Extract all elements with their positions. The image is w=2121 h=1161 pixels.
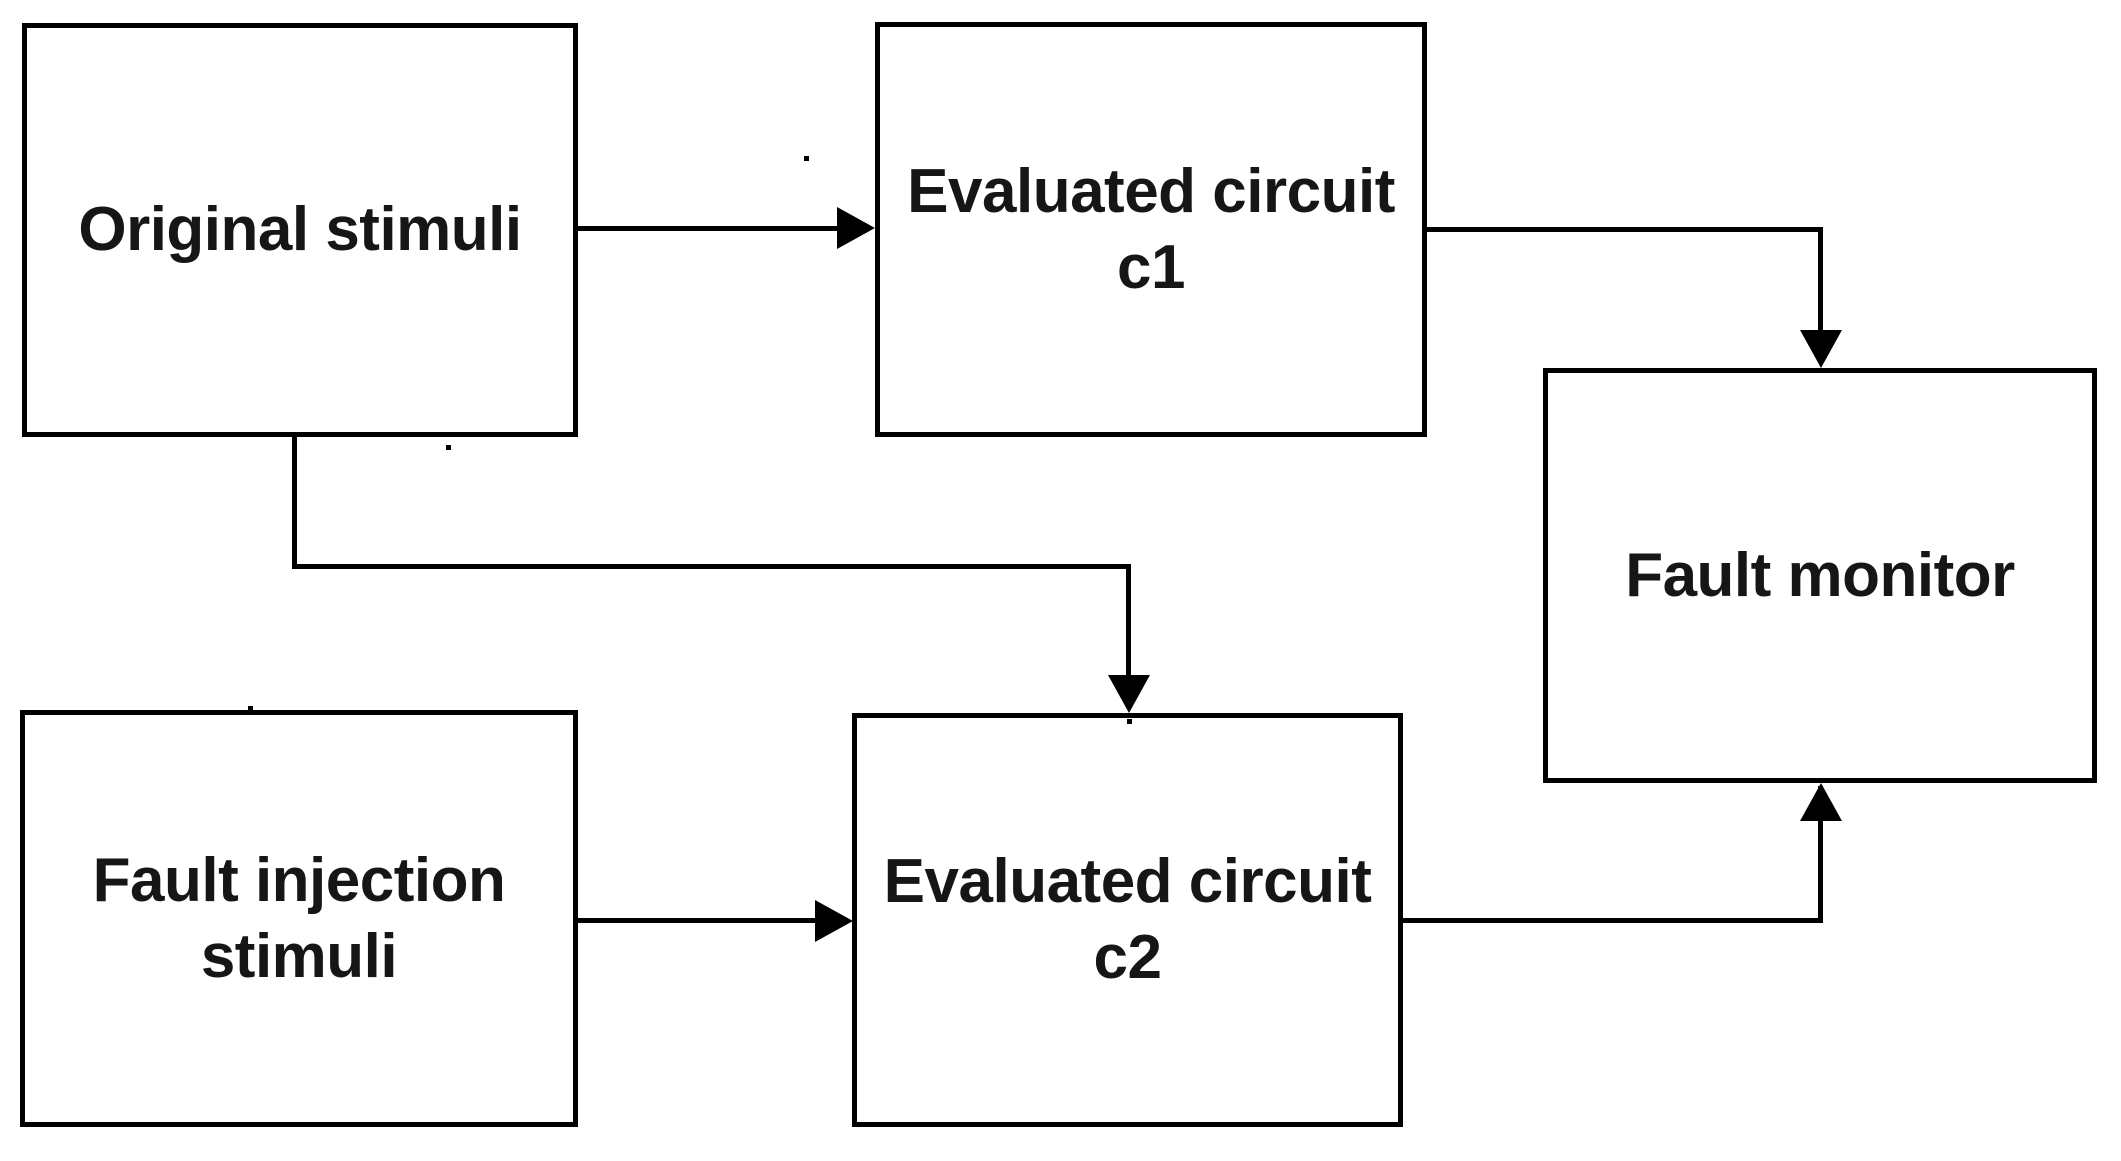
node-fault-monitor: Fault monitor [1543,368,2097,783]
node-label: Fault monitor [1625,538,2015,614]
arrowhead-up-icon [1800,783,1842,821]
ink-speck [804,156,809,161]
node-original-stimuli: Original stimuli [22,23,578,437]
edge-original-to-c2-vline2 [1126,564,1131,678]
node-label-line: Fault injection [92,845,506,915]
arrowhead-right-icon [837,207,875,249]
node-evaluated-circuit-c2: Evaluated circuit c2 [852,713,1403,1127]
ink-speck [248,706,253,711]
node-label-line: Evaluated circuit [883,847,1372,917]
node-label-line: c1 [1117,232,1185,302]
node-label-line: Evaluated circuit [907,156,1395,226]
node-label: Evaluated circuit c1 [907,154,1395,305]
node-label-line: c2 [1093,923,1162,992]
ink-speck [446,445,451,450]
node-label: Original stimuli [78,192,522,268]
arrowhead-right-icon [815,900,853,942]
edge-c1-to-monitor-vline [1818,227,1823,333]
edge-original-to-c1-line [578,226,839,231]
node-label-line: Fault monitor [1625,540,2015,610]
arrowhead-down-icon [1108,675,1150,713]
node-label-line: Original stimuli [78,195,522,265]
edge-c1-to-monitor-hline [1427,227,1821,232]
edge-original-to-c2-hline [292,564,1131,569]
node-fault-injection-stimuli: Fault injection stimuli [20,710,578,1127]
edge-c2-to-monitor-vline [1818,786,1823,921]
edge-injection-to-c2-line [578,918,817,923]
node-evaluated-circuit-c1: Evaluated circuit c1 [875,22,1427,437]
edge-original-to-c2-vline1 [292,437,297,569]
node-label: Evaluated circuit c2 [884,844,1372,995]
node-label: Fault injection stimuli [93,843,506,994]
ink-speck [1127,719,1132,724]
edge-c2-to-monitor-hline [1403,918,1823,923]
arrowhead-down-icon [1800,330,1842,368]
node-label-line: stimuli [200,921,398,991]
